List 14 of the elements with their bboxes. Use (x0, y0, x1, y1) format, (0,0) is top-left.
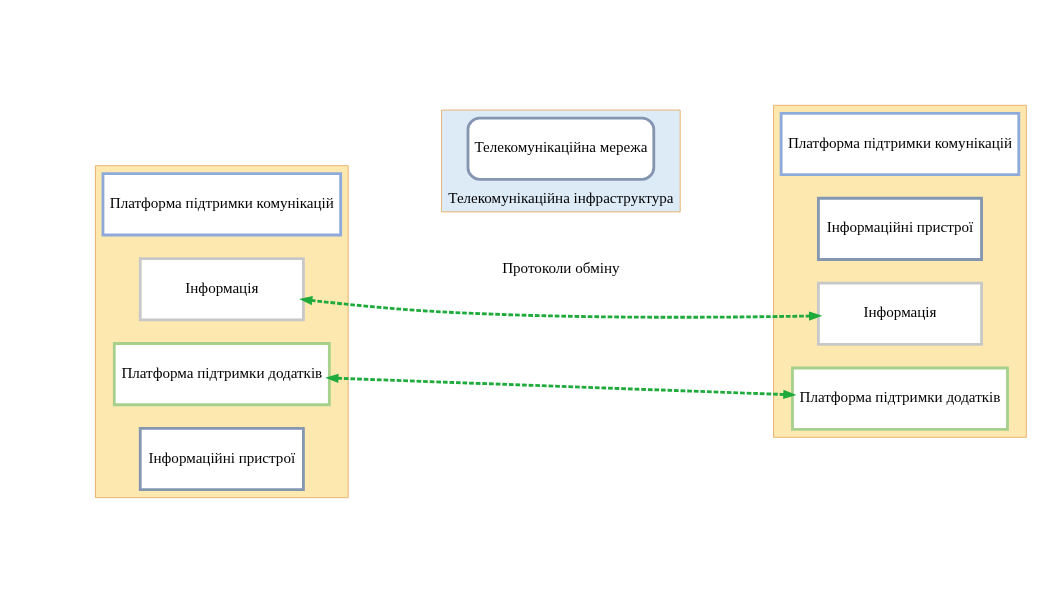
node-box: Інформація (816, 281, 983, 346)
node-box: Платформа підтримки комунікацій (779, 111, 1021, 176)
node-box: Інформація (138, 256, 305, 321)
node-box: Платформа підтримки додатків (791, 366, 1009, 431)
cluster (773, 104, 1027, 438)
arrow (325, 373, 797, 399)
node-box: Платформа підтримки комунікацій (101, 171, 343, 236)
arrow (299, 295, 823, 321)
label: Протоколи обміну (502, 259, 620, 276)
node-box: Інформаційні пристрої (138, 426, 305, 491)
cluster (94, 164, 349, 498)
node-box: Інформаційні пристрої (816, 196, 983, 261)
node-box: Платформа підтримки додатків (112, 341, 331, 406)
node-box: Телекомунікаційна мережа (466, 116, 656, 181)
